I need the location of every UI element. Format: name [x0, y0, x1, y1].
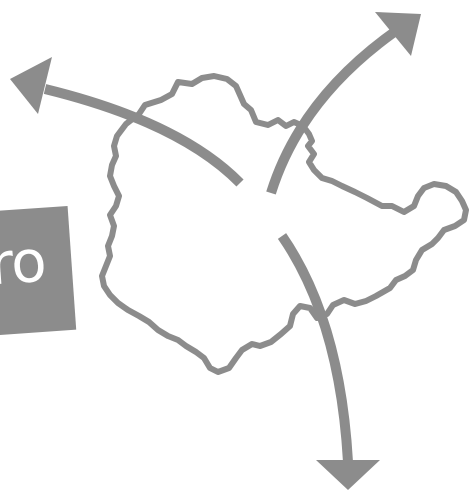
arrow-northwest-icon	[10, 57, 52, 114]
arrow-northeast-shaft	[266, 28, 396, 195]
arrow-south-shaft	[277, 233, 353, 463]
arrow-northwest-shaft	[43, 84, 244, 187]
arrow-northeast-icon	[375, 12, 421, 56]
arrow-south-icon	[316, 460, 380, 490]
region-outline	[99, 73, 469, 375]
